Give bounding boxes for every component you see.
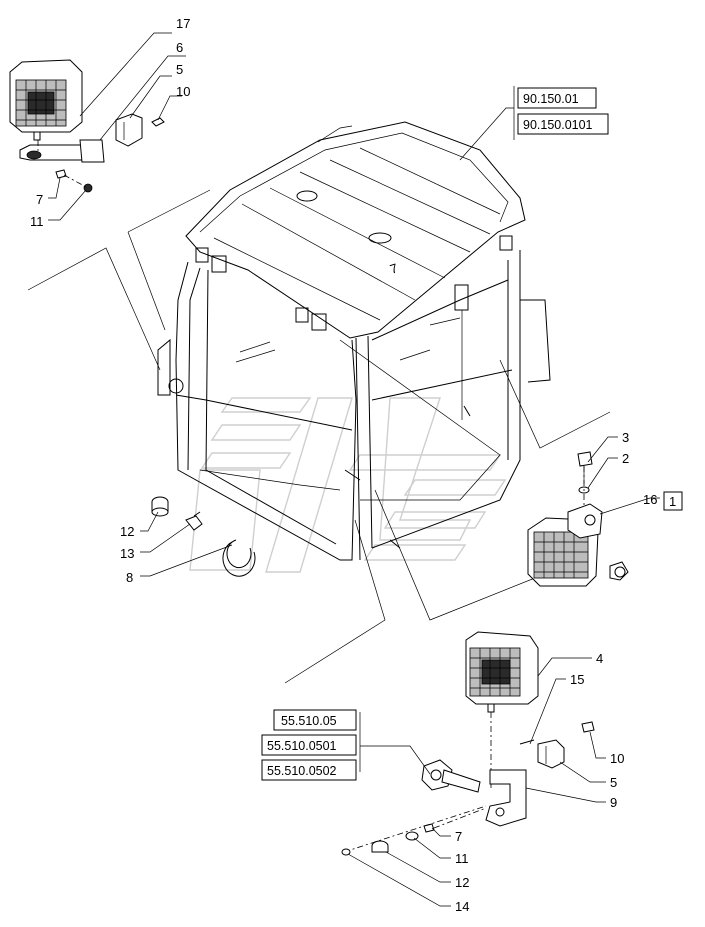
callout-labels: 17 6 5 10 7 11 3 2 16 12 13 8 4 15 10 5 … bbox=[30, 16, 657, 914]
callout-11-top: 11 bbox=[30, 214, 44, 229]
boxed-number-1: 1 bbox=[663, 491, 683, 511]
callout-14: 14 bbox=[455, 899, 469, 914]
callout-3: 3 bbox=[622, 430, 629, 445]
cab-roof: 7 bbox=[185, 121, 526, 339]
left-small-parts bbox=[151, 496, 256, 577]
reference-group-bottom: 55.510.05 55.510.0501 55.510.0502 bbox=[261, 709, 361, 781]
callout-11-bottom: 11 bbox=[455, 851, 469, 866]
reference-90-150-0101[interactable]: 90.150.0101 bbox=[523, 118, 593, 132]
callout-8: 8 bbox=[126, 570, 133, 585]
reference-group-top: 90.150.01 90.150.0101 bbox=[513, 86, 609, 140]
work-light-top-left bbox=[9, 59, 165, 193]
callout-13: 13 bbox=[120, 546, 134, 561]
reference-55-510-0502[interactable]: 55.510.0502 bbox=[267, 764, 337, 778]
callout-12-bottom: 12 bbox=[455, 875, 469, 890]
callout-17: 17 bbox=[176, 16, 190, 31]
callout-7-top: 7 bbox=[36, 192, 43, 207]
work-light-bottom bbox=[341, 631, 595, 856]
callout-leaders bbox=[48, 32, 660, 907]
callout-4: 4 bbox=[596, 651, 603, 666]
boxed-number-1-text: 1 bbox=[669, 494, 676, 509]
cab-frame bbox=[157, 250, 551, 561]
callout-10-top: 10 bbox=[176, 84, 190, 99]
callout-2: 2 bbox=[622, 451, 629, 466]
callout-12-left: 12 bbox=[120, 524, 134, 539]
callout-5-bottom: 5 bbox=[610, 775, 617, 790]
reference-55-510-05[interactable]: 55.510.05 bbox=[281, 714, 337, 728]
callout-5-top: 5 bbox=[176, 62, 183, 77]
work-light-right bbox=[527, 451, 629, 587]
callout-7-bottom: 7 bbox=[455, 829, 462, 844]
callout-9: 9 bbox=[610, 795, 617, 810]
callout-16: 16 bbox=[643, 492, 657, 507]
reference-55-510-0501[interactable]: 55.510.0501 bbox=[267, 739, 337, 753]
assembly-leaders bbox=[27, 189, 611, 684]
callout-10-bottom: 10 bbox=[610, 751, 624, 766]
callout-15: 15 bbox=[570, 672, 584, 687]
cab-roof-mark: 7 bbox=[388, 260, 400, 277]
callout-6: 6 bbox=[176, 40, 183, 55]
watermark-logo bbox=[189, 397, 507, 573]
reference-90-150-01[interactable]: 90.150.01 bbox=[523, 92, 579, 106]
